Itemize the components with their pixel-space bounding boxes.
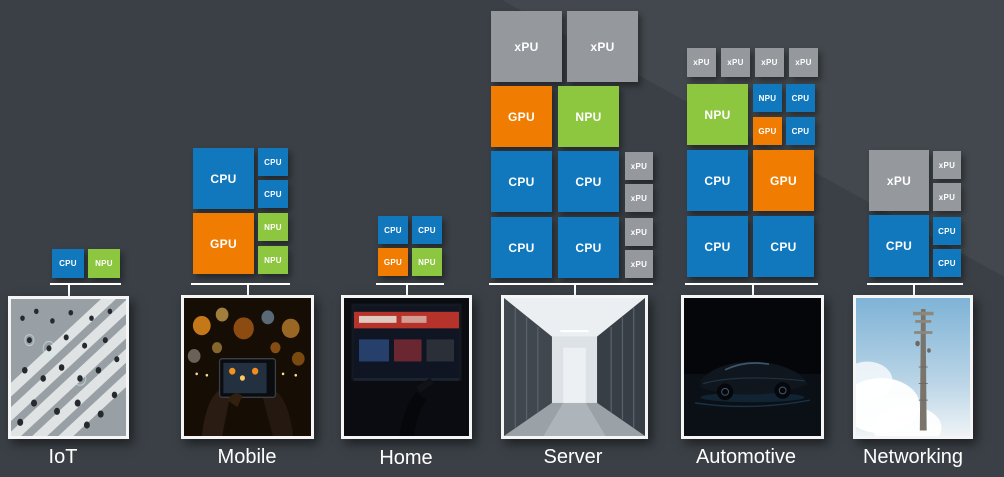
server-photo: [501, 295, 648, 439]
home-photo: [341, 295, 472, 439]
automotive-chip-cpu-12: CPU: [753, 216, 814, 277]
home-label: Home: [379, 447, 433, 469]
server-chip-xpu-11: xPU: [625, 250, 653, 278]
iot-connector-bar: [50, 283, 121, 285]
networking-connector-stem: [913, 283, 915, 295]
mobile-chip-cpu-1: CPU: [258, 148, 288, 176]
crowd-crosswalk-image: [11, 299, 126, 436]
server-label: Server: [543, 446, 603, 468]
networking-chip-xpu-1: xPU: [933, 151, 961, 179]
mobile-chip-cpu-2: CPU: [258, 180, 288, 208]
server-connector-stem: [574, 283, 576, 295]
networking-chip-cpu-5: CPU: [933, 249, 961, 277]
iot-chip-cpu-0: CPU: [52, 249, 84, 278]
mobile-connector-bar: [191, 283, 290, 285]
mobile-chip-npu-4: NPU: [258, 213, 288, 241]
networking-chip-xpu-0: xPU: [869, 150, 929, 211]
mobile-chip-npu-5: NPU: [258, 246, 288, 274]
automotive-chip-xpu-1: xPU: [721, 48, 750, 77]
server-chip-gpu-2: GPU: [491, 86, 552, 147]
automotive-chip-npu-5: NPU: [753, 84, 782, 112]
mobile-chip-cpu-0: CPU: [193, 148, 254, 209]
server-chip-cpu-5: CPU: [558, 151, 619, 212]
server-chip-xpu-10: xPU: [625, 218, 653, 246]
networking-chip-cpu-4: CPU: [933, 217, 961, 245]
networking-chip-cpu-3: CPU: [869, 215, 929, 277]
cell-tower-image: [856, 298, 970, 436]
server-chip-cpu-9: CPU: [558, 217, 619, 278]
automotive-chip-xpu-3: xPU: [789, 48, 818, 77]
networking-chip-xpu-2: xPU: [933, 183, 961, 211]
iot-photo: [8, 296, 129, 439]
home-chip-npu-3: NPU: [412, 248, 442, 276]
server-chip-xpu-7: xPU: [625, 184, 653, 212]
automotive-chip-gpu-7: GPU: [753, 117, 782, 145]
automotive-chip-cpu-11: CPU: [687, 216, 748, 277]
mobile-photo: [181, 295, 314, 439]
iot-chip-npu-1: NPU: [88, 249, 120, 278]
mobile-label: Mobile: [217, 446, 277, 468]
server-chip-xpu-6: xPU: [625, 152, 653, 180]
home-chip-cpu-1: CPU: [412, 216, 442, 244]
automotive-connector-bar: [685, 283, 818, 285]
tv-remote-image: [344, 298, 469, 436]
iot-label: IoT: [48, 446, 78, 468]
server-chip-cpu-8: CPU: [491, 217, 552, 278]
automotive-chip-cpu-8: CPU: [786, 117, 815, 145]
server-chip-xpu-1: xPU: [567, 11, 638, 82]
networking-photo: [853, 295, 973, 439]
home-connector-bar: [376, 283, 444, 285]
mobile-connector-stem: [247, 283, 249, 295]
automotive-chip-npu-4: NPU: [687, 84, 748, 145]
automotive-label: Automotive: [695, 446, 797, 468]
server-chip-cpu-4: CPU: [491, 151, 552, 212]
networking-connector-bar: [867, 283, 963, 285]
phone-bokeh-image: [184, 298, 311, 436]
server-chip-npu-3: NPU: [558, 86, 619, 147]
data-center-aisle-image: [504, 298, 645, 436]
iot-connector-stem: [68, 283, 70, 296]
automotive-chip-cpu-9: CPU: [687, 150, 748, 211]
autonomous-car-image: [684, 298, 821, 436]
automotive-chip-cpu-6: CPU: [786, 84, 815, 112]
automotive-connector-stem: [752, 283, 754, 295]
server-chip-xpu-0: xPU: [491, 11, 562, 82]
home-chip-gpu-2: GPU: [378, 248, 408, 276]
mobile-chip-gpu-3: GPU: [193, 213, 254, 274]
automotive-chip-xpu-2: xPU: [755, 48, 784, 77]
home-connector-stem: [406, 283, 408, 295]
automotive-chip-xpu-0: xPU: [687, 48, 716, 77]
automotive-photo: [681, 295, 824, 439]
home-chip-cpu-0: CPU: [378, 216, 408, 244]
automotive-chip-gpu-10: GPU: [753, 150, 814, 211]
networking-label: Networking: [862, 446, 964, 468]
server-connector-bar: [489, 283, 653, 285]
